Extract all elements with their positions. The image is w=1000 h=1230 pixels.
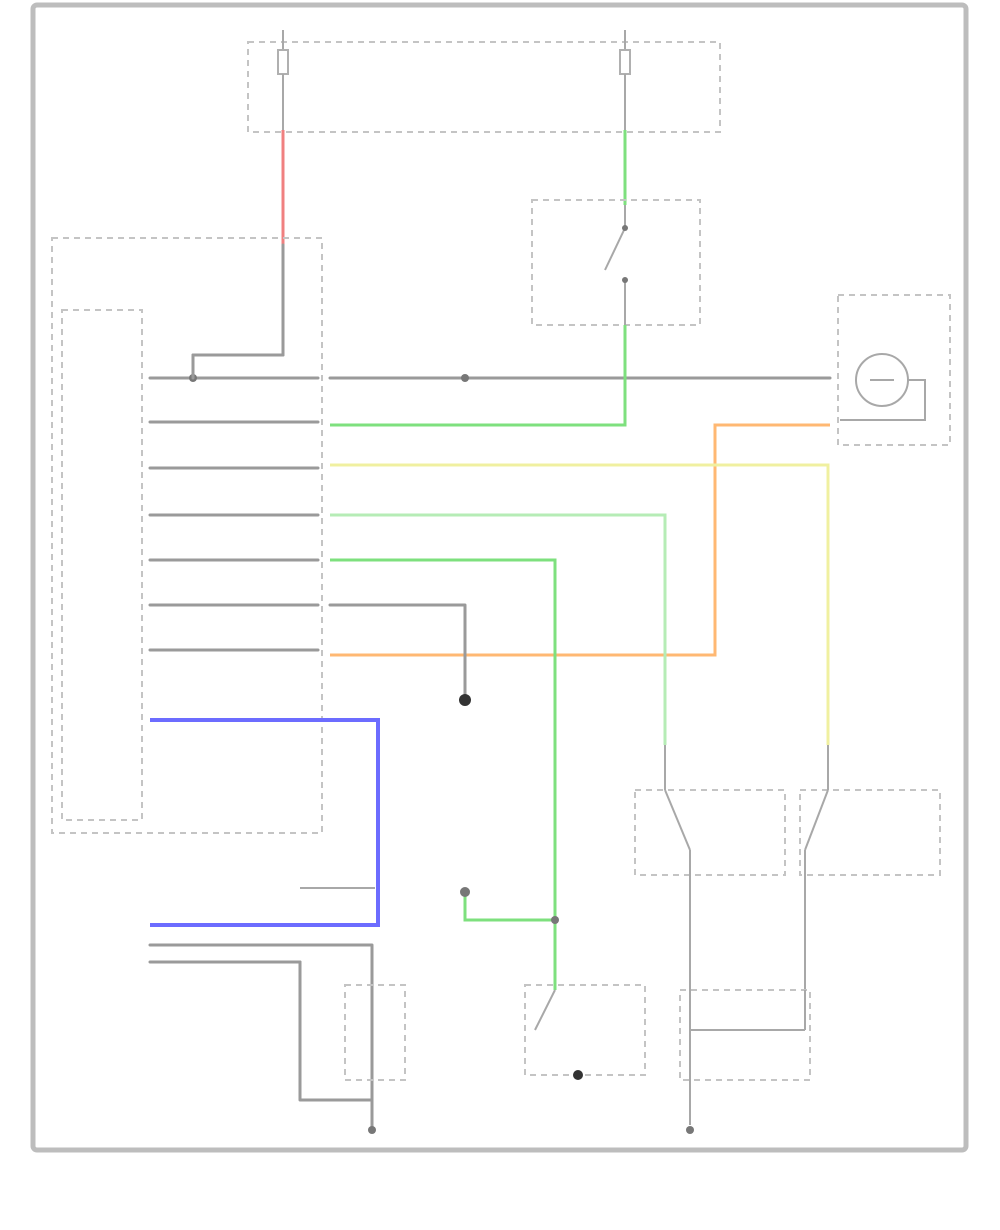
- motor-icon: [855, 353, 909, 407]
- clutch-switch-icon: [534, 989, 583, 1080]
- fuse-box: [247, 41, 721, 133]
- cancel-switch: [634, 789, 786, 876]
- data-link-connector: [148, 943, 374, 1132]
- stop-lamp-node: [460, 887, 470, 897]
- control-module: [51, 237, 323, 834]
- fuse-left: [277, 30, 289, 130]
- cancel-switch-icon: [664, 745, 694, 1134]
- set-switch: [799, 789, 941, 876]
- ground-icon: [459, 694, 471, 706]
- lower-right-relay: [679, 989, 811, 1081]
- motor-return: [840, 379, 926, 421]
- wire-gray-ground: [328, 603, 467, 697]
- module-pins: [148, 353, 320, 652]
- switch-icon: [604, 205, 628, 325]
- wire-green-clutch: [330, 558, 557, 990]
- wire-yellow: [330, 463, 830, 745]
- wire-green-branch: [463, 895, 555, 922]
- set-switch-icon: [804, 745, 829, 990]
- wire-blue: [150, 718, 380, 927]
- diagram-frame: [30, 2, 969, 1153]
- wire-light-green: [330, 513, 667, 745]
- control-module-inner: [61, 309, 143, 821]
- lower-left-switch: [344, 984, 406, 1081]
- fuse-right: [619, 30, 631, 130]
- motor-box: [837, 294, 951, 446]
- wire-green-ign-out: [330, 325, 627, 427]
- clutch-switch: [524, 984, 646, 1076]
- wire-orange: [330, 423, 830, 657]
- ignition-switch: [531, 199, 701, 326]
